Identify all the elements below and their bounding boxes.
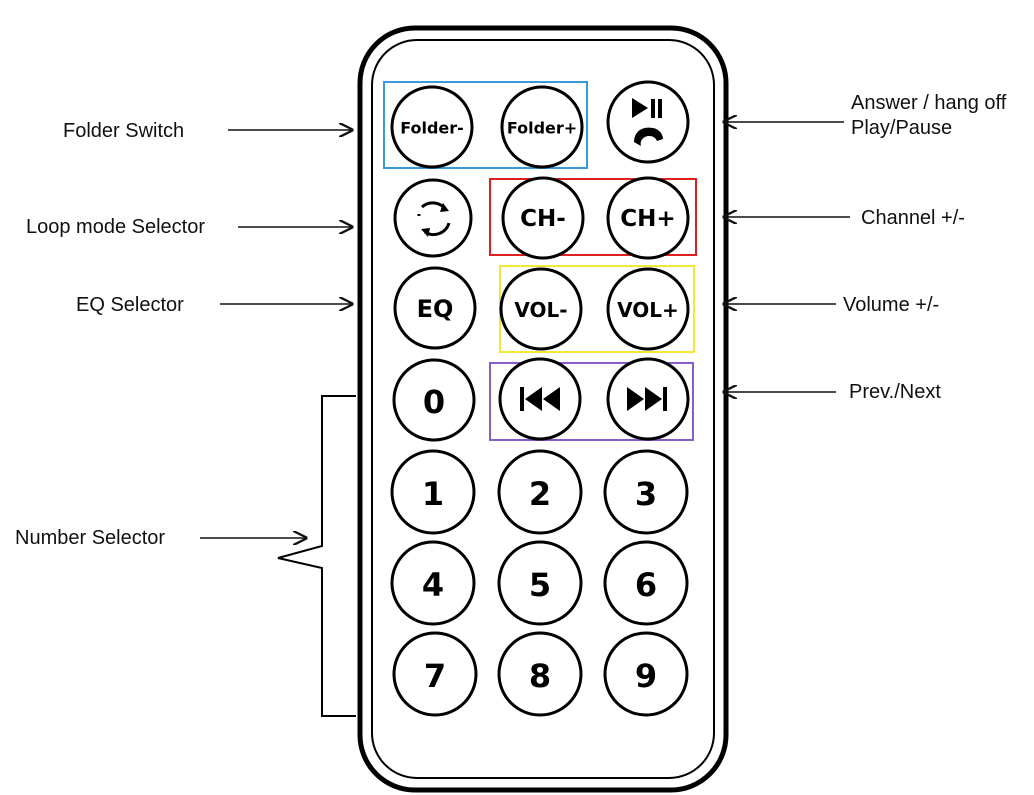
prev-button[interactable]: [498, 357, 582, 441]
number-8-label: 8: [529, 657, 551, 695]
number-7-button[interactable]: 7: [392, 631, 478, 717]
loop-icon: [417, 201, 451, 237]
eq-label: EQ: [417, 295, 454, 323]
play-pause-button[interactable]: [606, 80, 690, 164]
play-pause-label: Play/Pause: [851, 117, 953, 139]
number-4-button[interactable]: 4: [390, 540, 476, 626]
answer-hang-label: Answer / hang off: [851, 92, 1007, 114]
number-selector-label: Number Selector: [15, 527, 166, 549]
play-pause-phone-icon: [632, 98, 663, 146]
folder-switch-label: Folder Switch: [63, 120, 185, 142]
channel-label: Channel +/-: [861, 207, 965, 229]
loop-button[interactable]: [393, 178, 473, 258]
next-button[interactable]: [606, 357, 690, 441]
folder-minus-button[interactable]: Folder-: [390, 85, 474, 169]
folder-group-frame: [383, 81, 588, 169]
number-6-button[interactable]: 6: [603, 540, 689, 626]
vol-plus-label: VOL+: [617, 298, 679, 322]
ch-plus-button[interactable]: CH+: [606, 176, 690, 260]
ch-plus-label: CH+: [620, 206, 675, 232]
number-5-button[interactable]: 5: [497, 540, 583, 626]
number-4-label: 4: [422, 566, 444, 604]
vol-minus-button[interactable]: VOL-: [499, 267, 583, 351]
prev-next-label: Prev./Next: [849, 381, 941, 403]
next-track-icon: [627, 387, 667, 411]
previous-track-icon: [520, 387, 560, 411]
number-1-label: 1: [422, 475, 444, 513]
vol-minus-label: VOL-: [514, 298, 567, 322]
number-7-label: 7: [424, 657, 446, 695]
folder-plus-label: Folder+: [507, 119, 577, 138]
remote-inner-body: [371, 39, 715, 779]
eq-button[interactable]: EQ: [393, 266, 477, 350]
channel-group-frame: [489, 178, 697, 256]
number-3-label: 3: [635, 475, 657, 513]
volume-label: Volume +/-: [843, 294, 940, 316]
number-3-button[interactable]: 3: [603, 449, 689, 535]
number-1-button[interactable]: 1: [390, 449, 476, 535]
number-8-button[interactable]: 8: [497, 631, 583, 717]
number-2-button[interactable]: 2: [497, 449, 583, 535]
eq-selector-label: EQ Selector: [76, 294, 184, 316]
number-6-label: 6: [635, 566, 657, 604]
number-0-button[interactable]: 0: [392, 358, 476, 442]
folder-minus-label: Folder-: [400, 119, 464, 138]
ch-minus-button[interactable]: CH-: [501, 176, 585, 260]
number-9-label: 9: [635, 657, 657, 695]
prevnext-group-frame: [489, 362, 694, 441]
vol-plus-button[interactable]: VOL+: [606, 267, 690, 351]
number-2-label: 2: [529, 475, 551, 513]
number-9-button[interactable]: 9: [603, 631, 689, 717]
loop-mode-label: Loop mode Selector: [26, 216, 206, 238]
folder-plus-button[interactable]: Folder+: [500, 85, 584, 169]
number-5-label: 5: [529, 566, 551, 604]
ch-minus-label: CH-: [520, 206, 566, 232]
number-0-label: 0: [423, 383, 445, 421]
number-selector-bracket: [277, 395, 356, 717]
